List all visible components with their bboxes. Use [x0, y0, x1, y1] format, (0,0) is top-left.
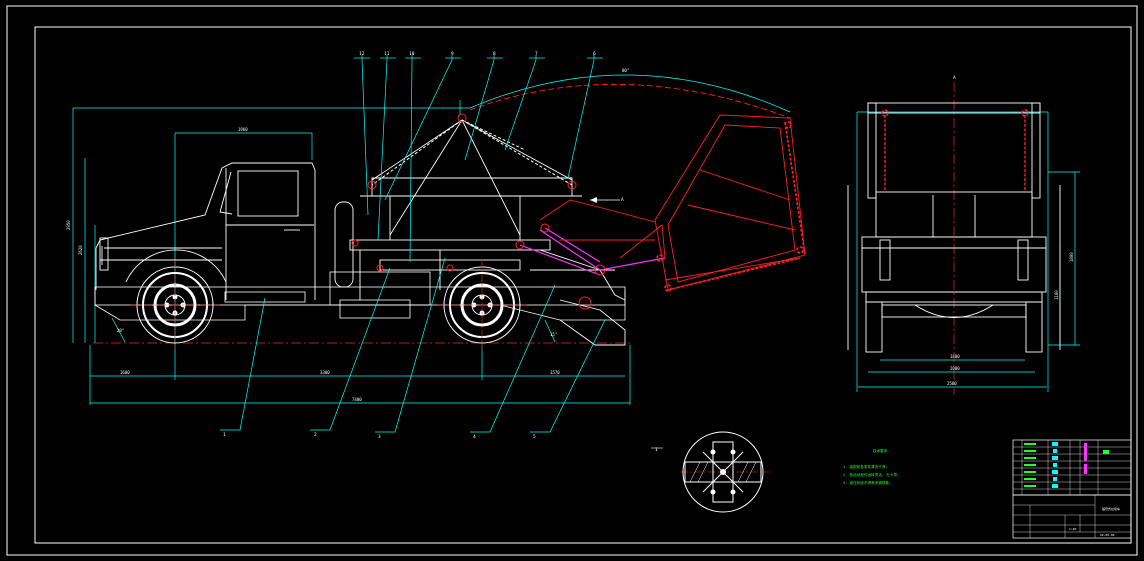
- svg-text:4: 4: [473, 434, 476, 440]
- parts-list-marks: [1024, 442, 1109, 488]
- section-arrow: A: [590, 197, 624, 203]
- lift-chains: [371, 119, 573, 186]
- svg-text:1570: 1570: [550, 370, 560, 375]
- svg-text:80°: 80°: [622, 68, 629, 73]
- svg-text:2. 各运动部件运转灵活, 无卡滞;: 2. 各运动部件运转灵活, 无卡滞;: [843, 472, 899, 477]
- svg-text:1800: 1800: [950, 354, 960, 359]
- hook-arm-frame: [334, 119, 626, 346]
- outer-frame: [6, 5, 1138, 556]
- svg-text:10: 10: [409, 51, 415, 57]
- svg-text:A: A: [621, 197, 624, 203]
- svg-text:1:20: 1:20: [1069, 527, 1076, 531]
- pivot-points: [351, 113, 606, 310]
- hub-hatch: [689, 461, 757, 483]
- leader-lines: [220, 55, 606, 433]
- svg-text:2000: 2000: [950, 366, 960, 371]
- svg-text:技术要求: 技术要求: [873, 448, 888, 453]
- svg-text:1960: 1960: [238, 127, 248, 132]
- parts-list: [1012, 439, 1132, 496]
- hydraulic-cylinders: [519, 227, 666, 276]
- leader-numbers: 12 11 10 9 8 7 6 1 2 3 4 5: [223, 51, 596, 440]
- bin-chain-swing: [656, 121, 806, 292]
- rear-body: [847, 102, 1061, 353]
- svg-text:3300: 3300: [320, 370, 330, 375]
- dimension-lines: [72, 74, 791, 405]
- svg-text:7400: 7400: [352, 397, 362, 402]
- svg-text:3: 3: [378, 434, 381, 440]
- svg-text:1100: 1100: [1054, 290, 1059, 300]
- hub-arms: [702, 451, 744, 493]
- svg-text:1: 1: [655, 447, 658, 453]
- svg-text:摆臂式垃圾车: 摆臂式垃圾车: [1102, 506, 1120, 511]
- svg-text:11: 11: [384, 51, 390, 57]
- bin-motion-path: [469, 83, 806, 291]
- svg-text:A: A: [953, 75, 956, 81]
- rear-dimensions: [856, 111, 1080, 392]
- svg-text:9: 9: [451, 51, 454, 57]
- rear-elevation-view: A 1800 2000 2500 1100 1800: [847, 75, 1080, 395]
- svg-text:1600: 1600: [120, 370, 130, 375]
- svg-text:15°: 15°: [550, 332, 557, 337]
- svg-text:2620: 2620: [78, 245, 83, 255]
- svg-text:2500: 2500: [947, 381, 957, 386]
- title-block: 摆臂式垃圾车 XZ-00-00 1:20: [1012, 494, 1132, 539]
- svg-text:1800: 1800: [1069, 252, 1074, 262]
- rear-chains: [881, 109, 1029, 190]
- svg-text:1: 1: [223, 432, 226, 438]
- wheel-centerlines: [130, 260, 527, 350]
- inner-frame: [34, 26, 1132, 544]
- truck-cab: [95, 162, 316, 300]
- svg-text:XZ-00-00: XZ-00-00: [1100, 533, 1115, 537]
- technical-notes: 技术要求 1. 装配前各零件清洗干净; 2. 各运动部件运转灵活, 无卡滞; 3…: [843, 448, 899, 485]
- svg-text:2950: 2950: [66, 220, 71, 230]
- svg-text:5: 5: [533, 434, 536, 440]
- svg-text:6: 6: [593, 51, 596, 57]
- hub-detail-view: 1: [651, 431, 770, 513]
- svg-text:12: 12: [359, 51, 365, 57]
- svg-text:7: 7: [535, 51, 538, 57]
- svg-text:20°: 20°: [117, 328, 124, 333]
- svg-text:2: 2: [314, 432, 317, 438]
- svg-text:8: 8: [493, 51, 496, 57]
- svg-text:3. 液压系统不得有渗漏现象。: 3. 液压系统不得有渗漏现象。: [843, 480, 893, 485]
- side-elevation-view: 1960 1600 3300 1570 7400 80° 2950 2620 2…: [66, 51, 806, 440]
- svg-text:1. 装配前各零件清洗干净;: 1. 装配前各零件清洗干净;: [843, 464, 888, 469]
- rear-dimension-values: 1800 2000 2500 1100 1800: [947, 252, 1074, 386]
- dimension-values: 1960 1600 3300 1570 7400 80° 2950 2620 2…: [66, 68, 629, 402]
